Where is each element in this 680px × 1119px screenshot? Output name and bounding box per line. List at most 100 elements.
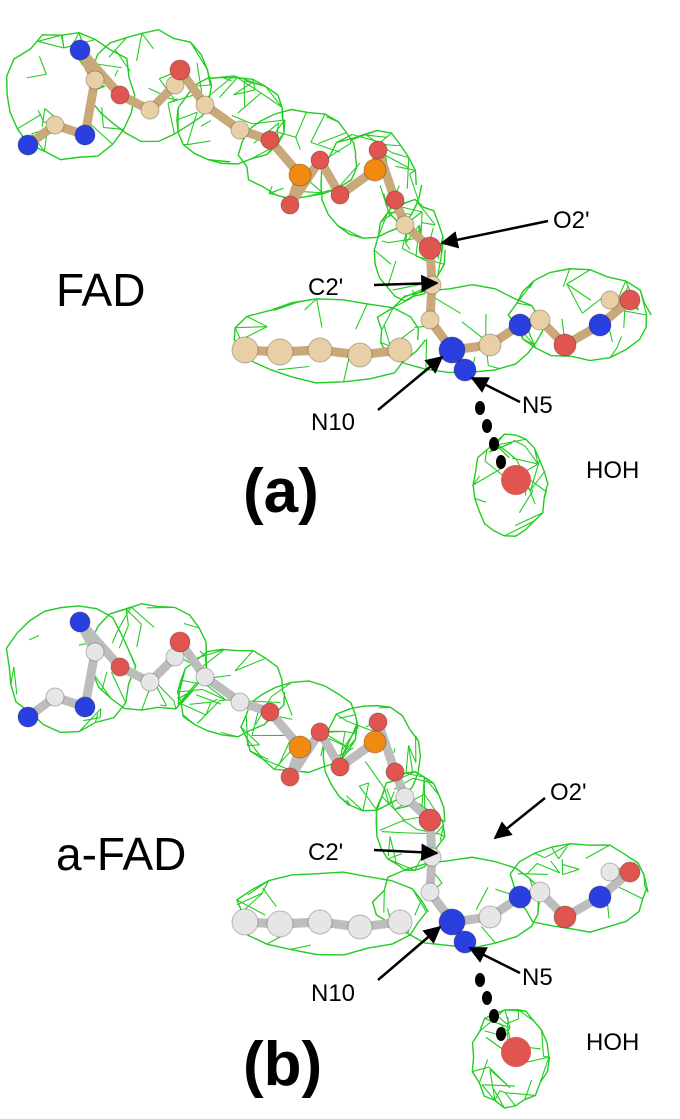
mesh-line xyxy=(318,132,347,144)
atom-o xyxy=(553,333,577,357)
mesh-line xyxy=(517,873,548,876)
atom-o xyxy=(385,190,405,210)
mesh-line xyxy=(167,98,178,104)
mesh-line xyxy=(177,688,203,693)
mesh-line xyxy=(266,935,283,945)
mesh-line xyxy=(409,173,419,201)
mesh-line xyxy=(278,738,292,765)
mesh-line xyxy=(341,726,357,756)
mesh-line xyxy=(304,298,317,311)
mesh-line xyxy=(338,795,350,807)
mesh-line xyxy=(295,137,301,150)
mesh-line xyxy=(37,34,62,42)
atom-c xyxy=(195,667,215,687)
mesh-line xyxy=(530,459,541,491)
mesh-line xyxy=(297,298,317,303)
mesh-line xyxy=(393,297,412,308)
mesh-line xyxy=(409,169,416,175)
mesh-line xyxy=(388,237,418,244)
mesh-line xyxy=(585,844,611,859)
mesh-line xyxy=(189,41,208,70)
hbond-dash xyxy=(482,991,492,1005)
mesh-line xyxy=(439,824,445,841)
mesh-line xyxy=(533,447,539,465)
mesh-line xyxy=(236,892,263,906)
atom-label-c2-a: C2' xyxy=(308,274,343,301)
mesh-line xyxy=(167,103,175,135)
atom-o xyxy=(418,236,442,260)
mesh-line xyxy=(189,701,211,705)
mesh-line xyxy=(524,1094,536,1100)
atom-label-n5-a: N5 xyxy=(522,392,553,419)
mesh-line xyxy=(210,698,218,703)
mesh-line xyxy=(177,668,186,699)
mesh-line xyxy=(237,77,262,94)
mesh-line xyxy=(176,111,198,121)
mesh-line xyxy=(115,49,131,72)
mesh-line xyxy=(504,1009,511,1029)
mesh-line xyxy=(247,744,260,747)
mesh-line xyxy=(609,347,618,358)
mesh-outline xyxy=(5,605,137,734)
arrow-c2-a xyxy=(373,274,439,293)
mesh-line xyxy=(109,606,132,615)
mesh-line xyxy=(530,471,545,491)
mesh-line xyxy=(260,92,283,108)
mesh-line xyxy=(78,642,88,646)
atom-c xyxy=(45,687,65,707)
atom-n xyxy=(74,124,96,146)
mesh-line xyxy=(550,860,561,874)
atom-c xyxy=(478,905,502,929)
water-oxygen xyxy=(501,465,531,495)
mesh-line xyxy=(136,624,142,648)
mesh-line xyxy=(38,56,47,75)
mesh-line xyxy=(358,785,378,811)
mesh-line xyxy=(472,1066,490,1073)
mesh-line xyxy=(99,708,102,718)
atom-label-n10-b: N10 xyxy=(311,980,355,1007)
mesh-line xyxy=(265,86,283,108)
mesh-line xyxy=(237,92,262,114)
mesh-line xyxy=(338,162,361,188)
atom-o xyxy=(260,702,280,722)
mesh-line xyxy=(379,819,405,831)
mesh-outline xyxy=(322,704,422,812)
panel-b: a-FAD O2' C2' N10 N5 HOH (b) xyxy=(5,602,649,1109)
mesh-outline xyxy=(233,298,427,384)
hbond-dash xyxy=(489,437,499,451)
mesh-line xyxy=(385,155,409,169)
mesh-line xyxy=(639,289,648,316)
mesh-line xyxy=(505,1092,536,1096)
atom-c xyxy=(266,338,294,366)
atom-o xyxy=(260,130,280,150)
mesh-line xyxy=(310,113,326,143)
mesh-line xyxy=(234,657,266,672)
atom-o xyxy=(110,657,130,677)
mesh-line xyxy=(111,629,119,644)
mesh-line xyxy=(522,280,535,292)
atom-c xyxy=(85,642,105,662)
atom-c xyxy=(266,910,294,938)
mesh-line xyxy=(262,887,277,908)
mesh-line xyxy=(289,944,312,951)
mesh-line xyxy=(481,1084,496,1101)
mesh-line xyxy=(83,717,101,722)
mesh-line xyxy=(488,364,500,370)
atom-n xyxy=(74,696,96,718)
molecule-b xyxy=(17,611,641,1067)
mesh-line xyxy=(271,301,298,311)
mesh-line xyxy=(78,708,102,732)
mesh-line xyxy=(516,280,535,304)
mesh-line xyxy=(339,731,346,762)
hbond-a xyxy=(475,401,506,469)
mesh-line xyxy=(381,240,389,244)
atom-n xyxy=(438,336,466,364)
mesh-line xyxy=(316,298,323,328)
atom-o xyxy=(619,861,641,883)
mesh-line xyxy=(551,846,560,860)
atom-c xyxy=(85,70,105,90)
mesh-line xyxy=(281,107,284,121)
mesh-line xyxy=(558,846,568,860)
mesh-line xyxy=(128,649,137,668)
atom-n xyxy=(588,313,612,337)
